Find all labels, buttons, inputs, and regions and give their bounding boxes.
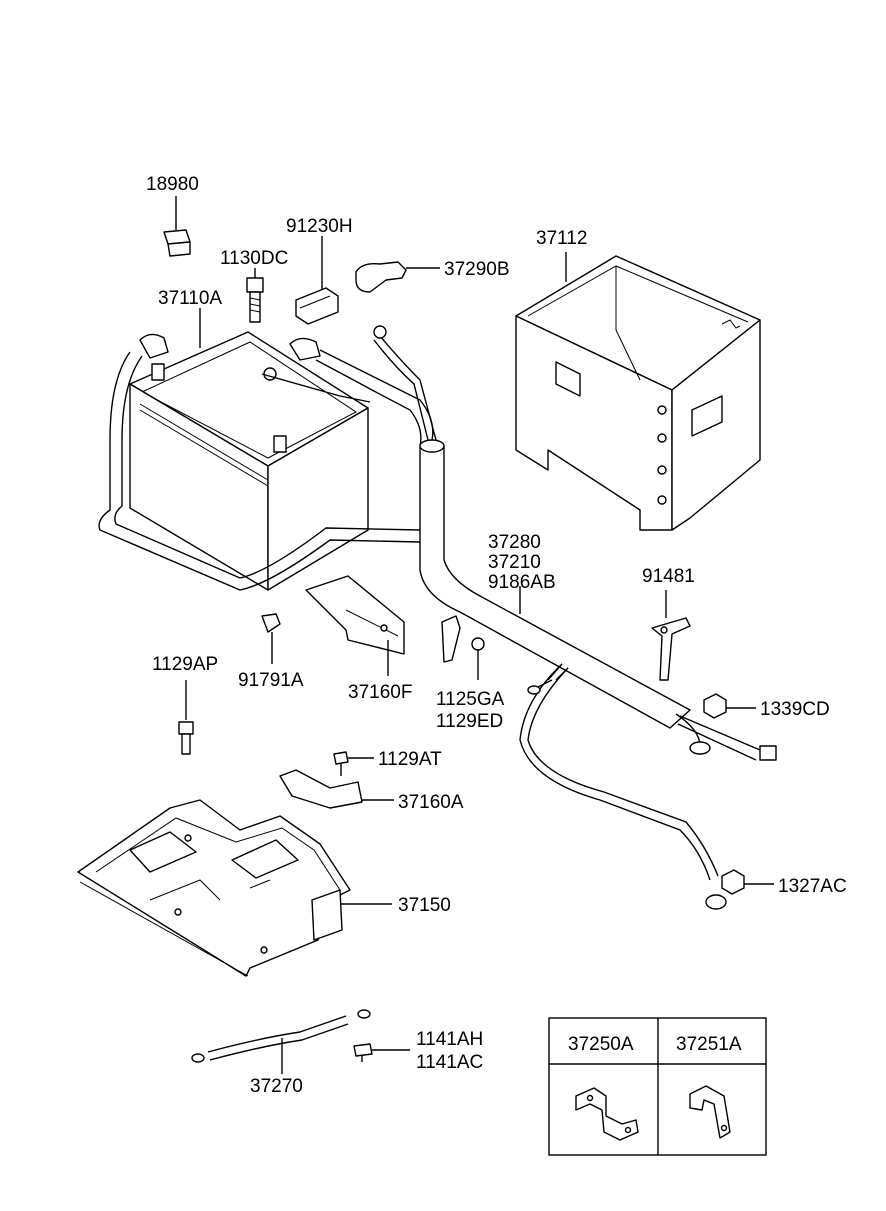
label-1125GA: 1125GA (436, 689, 505, 710)
part-91230H[interactable] (295, 236, 339, 325)
label-37150: 37150 (398, 895, 451, 916)
part-37112[interactable] (515, 252, 761, 531)
part-1141AH[interactable] (353, 1043, 410, 1062)
label-1339CD: 1339CD (760, 699, 830, 720)
label-1327AC: 1327AC (778, 876, 847, 897)
label-37280: 37280 (488, 532, 541, 553)
label-37210: 37210 (488, 552, 541, 573)
part-1129AT[interactable] (333, 751, 374, 776)
part-37251A[interactable] (689, 1085, 731, 1139)
positive-cable[interactable] (139, 325, 437, 447)
part-1129AP[interactable] (178, 680, 194, 755)
ground-cable[interactable] (519, 663, 727, 910)
part-37150[interactable] (77, 799, 392, 977)
label-37112: 37112 (536, 228, 587, 249)
label-37270: 37270 (250, 1076, 303, 1097)
label-37290B: 37290B (444, 259, 510, 280)
label-37110A: 37110A (158, 288, 222, 309)
label-91791A: 91791A (238, 670, 304, 691)
label-91230H: 91230H (286, 216, 353, 237)
label-1129ED: 1129ED (436, 711, 503, 732)
part-37280-harness[interactable] (419, 439, 777, 761)
part-1125GA[interactable] (441, 615, 485, 680)
part-37250A[interactable] (575, 1087, 639, 1141)
label-18980: 18980 (146, 174, 199, 195)
part-37290B[interactable] (355, 261, 440, 293)
part-37270[interactable] (191, 1009, 371, 1074)
table-header-37250A: 37250A (568, 1034, 634, 1055)
label-37160F: 37160F (348, 682, 412, 703)
label-37160A: 37160A (398, 792, 464, 813)
label-1129AT: 1129AT (378, 749, 442, 770)
label-9186AB: 9186AB (488, 572, 556, 593)
label-1141AH: 1141AH (416, 1029, 483, 1050)
label-91481: 91481 (642, 566, 695, 587)
part-1339CD[interactable] (703, 693, 756, 719)
part-1327AC[interactable] (721, 869, 774, 895)
part-37110A[interactable] (98, 308, 421, 591)
part-37160A[interactable] (279, 769, 394, 809)
table-header-37251A: 37251A (676, 1034, 742, 1055)
label-1130DC: 1130DC (220, 248, 288, 269)
variant-table: 37250A 37251A (548, 1017, 767, 1156)
part-1130DC[interactable] (246, 268, 264, 323)
label-1129AP: 1129AP (152, 654, 218, 675)
part-91791A[interactable] (261, 613, 281, 664)
part-91481[interactable] (651, 590, 691, 681)
part-37160F[interactable] (305, 575, 405, 676)
part-labels: 18980 91230H 1130DC 37290B 37112 37110A … (146, 174, 847, 1097)
part-18980[interactable] (163, 196, 191, 257)
label-1141AC: 1141AC (416, 1052, 483, 1073)
